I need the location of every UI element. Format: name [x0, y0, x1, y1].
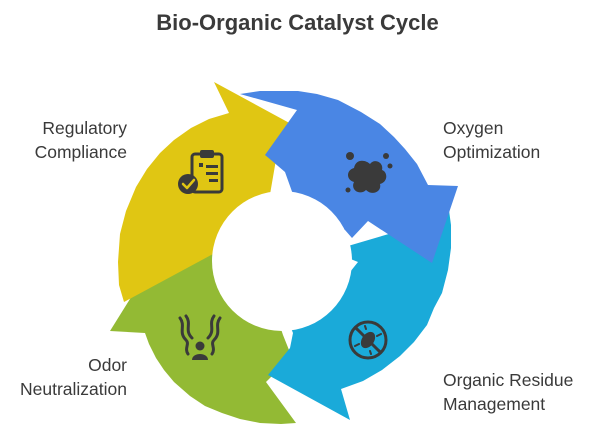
label-line: Oxygen	[443, 118, 504, 138]
odor-person-icon	[178, 314, 222, 360]
label-organic-residue-management: Organic Residue Management	[443, 368, 573, 416]
label-line: Management	[443, 394, 546, 414]
label-oxygen-optimization: Oxygen Optimization	[443, 116, 540, 164]
segment-cyan-arrow	[268, 203, 451, 420]
label-line: Compliance	[34, 142, 127, 162]
label-line: Organic Residue	[443, 370, 574, 390]
diagram-title: Bio-Organic Catalyst Cycle	[156, 10, 439, 35]
splat-icon	[345, 152, 393, 193]
label-line: Optimization	[443, 142, 541, 162]
clipboard-check-icon	[178, 150, 224, 194]
label-line: Neutralization	[20, 379, 127, 399]
label-odor-neutralization: Odor Neutralization	[20, 353, 127, 401]
cycle-center	[212, 191, 352, 331]
label-line: Odor	[88, 355, 127, 375]
label-regulatory-compliance: Regulatory Compliance	[35, 116, 127, 164]
no-bacteria-icon	[348, 320, 388, 360]
label-line: Regulatory	[42, 118, 127, 138]
